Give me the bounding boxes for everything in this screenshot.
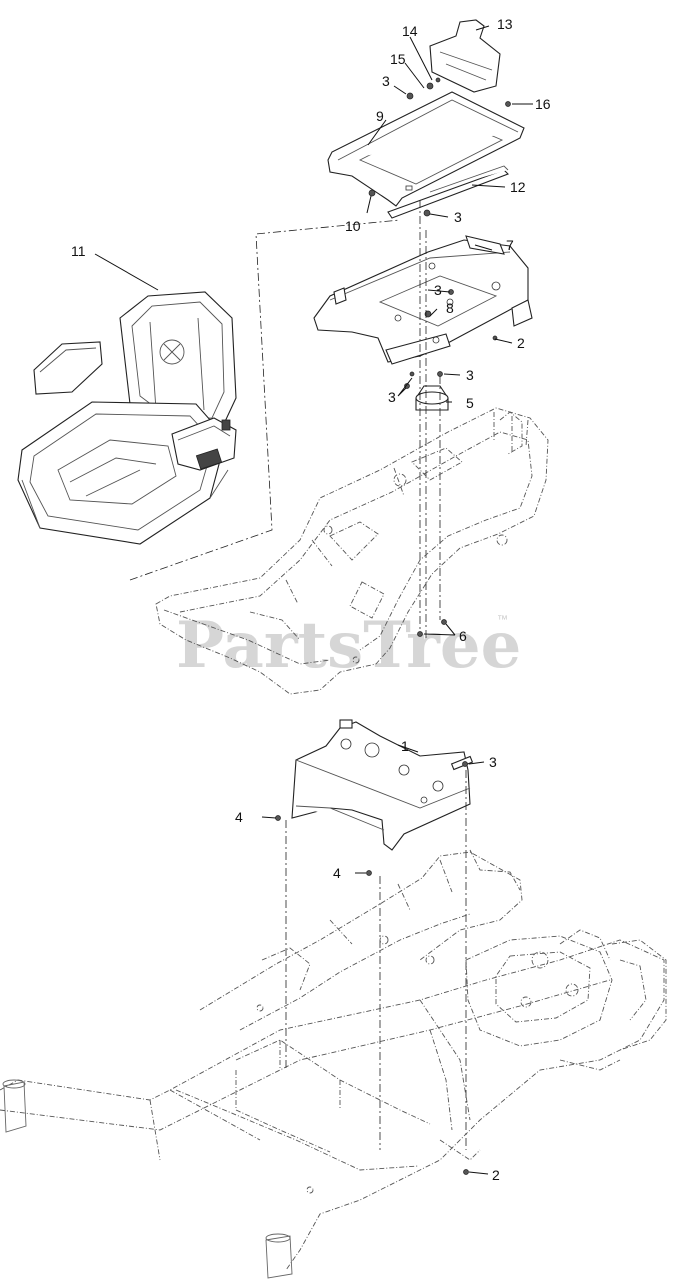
seat-guide-line — [129, 219, 401, 581]
leader-lines — [94, 25, 533, 1175]
callout-11: 11 — [71, 243, 86, 259]
callout-16: 16 — [535, 96, 551, 112]
callout-5: 5 — [466, 395, 474, 411]
callout-8: 8 — [446, 300, 454, 316]
watermark-trademark: ™ — [497, 614, 508, 626]
callout-3: 3 — [466, 367, 474, 383]
seat-assembly — [17, 291, 237, 545]
seat-slide-assembly — [327, 19, 525, 219]
callout-3: 3 — [454, 209, 462, 225]
callouts: 13 14 15 3 16 9 12 10 3 7 11 3 8 2 3 3 5… — [71, 16, 551, 1183]
cover-plate — [275, 719, 474, 876]
callout-6: 6 — [459, 628, 467, 644]
callout-9: 9 — [376, 108, 384, 124]
callout-3: 3 — [388, 389, 396, 405]
callout-2: 2 — [492, 1167, 500, 1183]
callout-4: 4 — [235, 809, 243, 825]
callout-14: 14 — [402, 23, 418, 39]
callout-15: 15 — [390, 51, 406, 67]
callout-3: 3 — [434, 282, 442, 298]
lower-frame-outline — [0, 849, 667, 1279]
callout-2: 2 — [517, 335, 525, 351]
seat-mounting-plate — [313, 235, 533, 365]
callout-4: 4 — [333, 865, 341, 881]
callout-3: 3 — [382, 73, 390, 89]
callout-3: 3 — [489, 754, 497, 770]
watermark-text: PartsTree — [176, 608, 521, 683]
callout-1: 1 — [401, 738, 409, 754]
callout-10: 10 — [345, 218, 361, 234]
callout-12: 12 — [510, 179, 526, 195]
callout-13: 13 — [497, 16, 513, 32]
watermark: PartsTree ™ — [176, 608, 521, 683]
callout-7: 7 — [506, 237, 514, 253]
upper-chassis-outline — [155, 407, 549, 695]
